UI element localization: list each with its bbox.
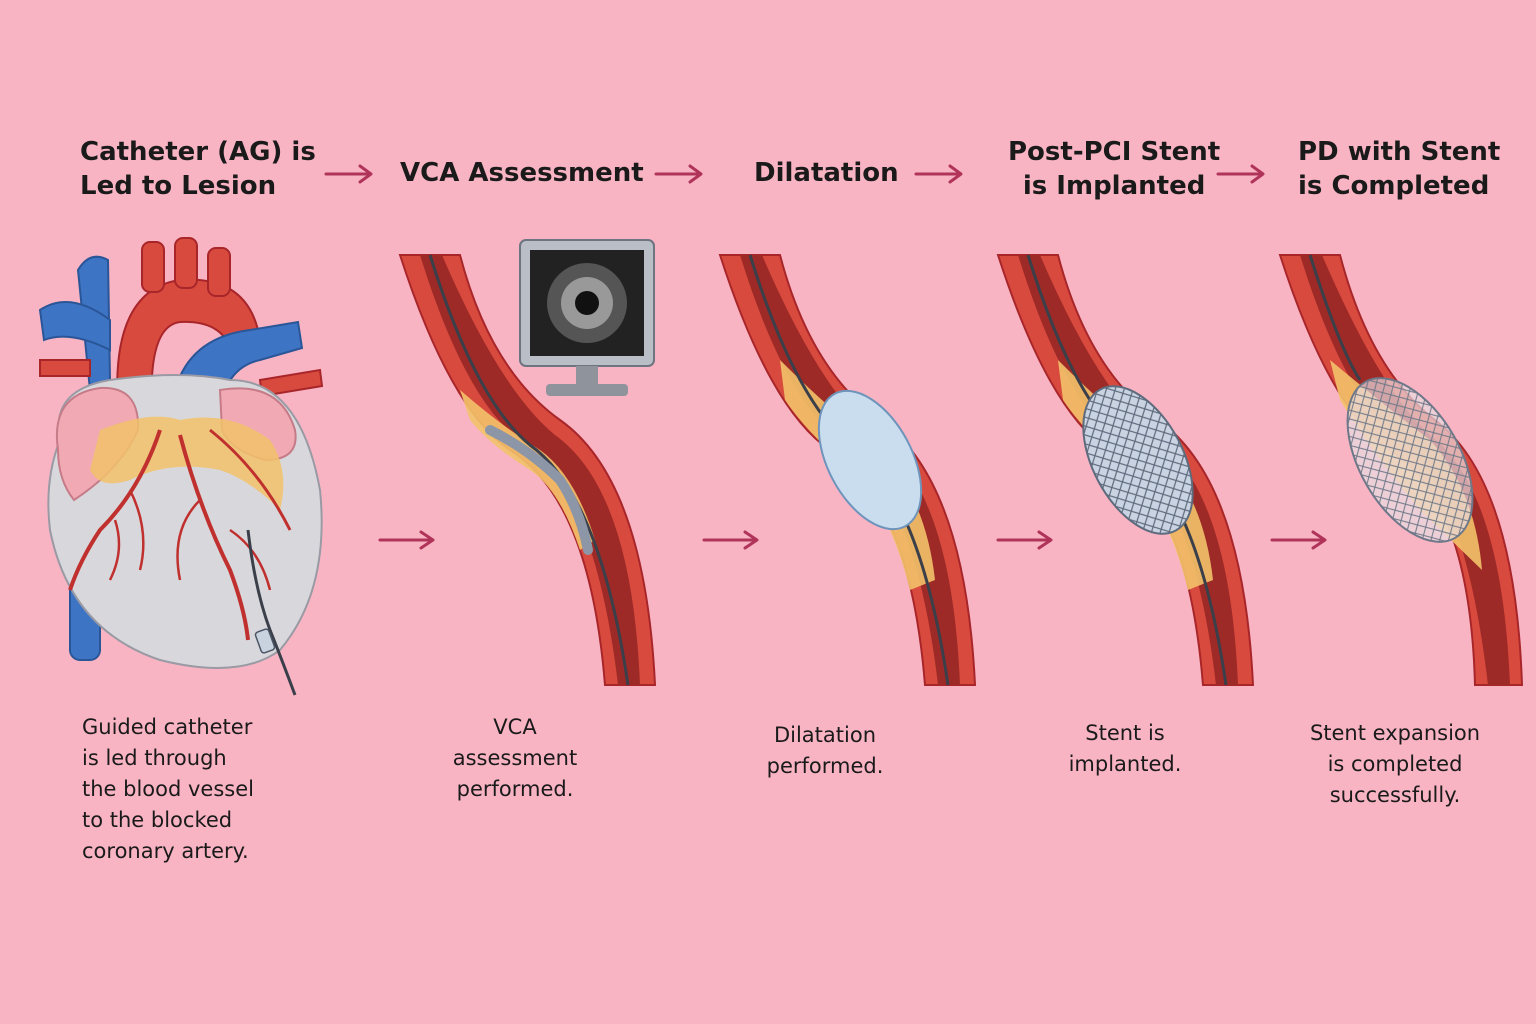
middle-arrow-icon (378, 530, 435, 550)
top-arrow-icon (324, 164, 373, 184)
middle-arrow-icon (1270, 530, 1327, 550)
vessel-assessment-illustration (398, 254, 657, 686)
balloon-dilatation-illustration (718, 254, 977, 686)
step-1-title: Catheter (AG) is Led to Lesion (80, 137, 316, 201)
top-arrow-icon (914, 164, 963, 184)
stent-implant-illustration (996, 254, 1255, 686)
step-3-caption: Dilatation performed. (766, 723, 884, 778)
step-1-caption: Guided catheter is led through the blood… (82, 715, 254, 863)
step-5-title: PD with Stent is Completed (1298, 137, 1501, 201)
step-5-caption: Stent expansion is completed successfull… (1309, 721, 1481, 807)
middle-arrow-icon (702, 530, 759, 550)
top-arrow-icon (654, 164, 703, 184)
step-2-title: VCA Assessment (400, 158, 644, 188)
stent-completed-illustration (1278, 254, 1524, 686)
monitor-icon (519, 239, 655, 396)
heart-illustration (38, 237, 324, 696)
step-4-title: Post-PCI Stent is Implanted (1008, 137, 1221, 201)
step-4-caption: Stent is implanted. (1068, 721, 1182, 776)
step-3-title: Dilatation (754, 158, 899, 188)
middle-arrow-icon (996, 530, 1053, 550)
top-arrow-icon (1216, 164, 1265, 184)
step-2-caption: VCA assessment performed. (452, 715, 578, 801)
